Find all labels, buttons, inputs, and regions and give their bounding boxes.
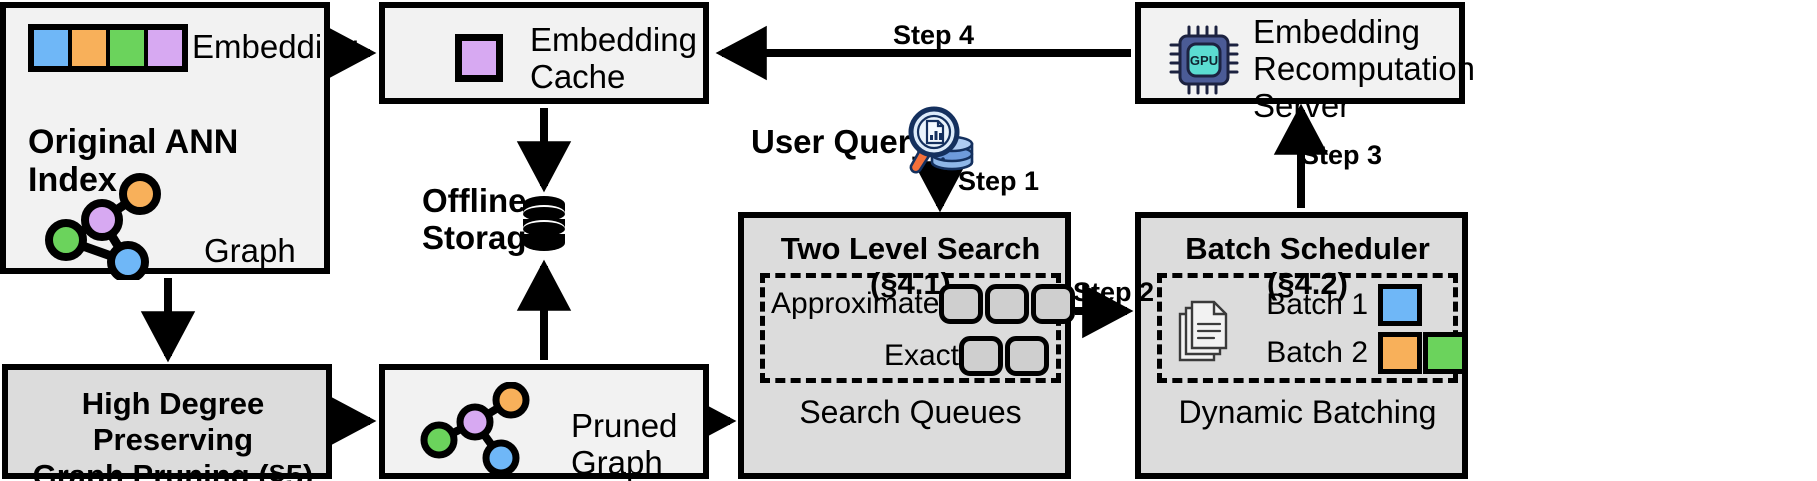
graph-label: Graph (204, 232, 296, 269)
dynamic-batching-group: Batch 1 Batch 2 (1157, 273, 1467, 383)
step-4-label: Step 4 (893, 20, 975, 50)
two-level-search-title: Two Level Search (§4.1) (780, 231, 1041, 301)
queue-cells-approximate (939, 284, 1077, 324)
batch-swatch (1378, 284, 1422, 326)
queue-cells-exact (959, 336, 1051, 376)
embedding-vector-swatches (28, 24, 188, 72)
graph-pruning-label: High Degree Preserving Graph Pruning (§5… (32, 386, 314, 481)
ann-graph-illustration (45, 173, 161, 280)
embedding-swatch-3 (110, 30, 148, 66)
batch-scheduler-box: Batch Scheduler (§4.2) Batch 1 (1135, 212, 1468, 479)
batch-row-2: Batch 2 (1246, 332, 1467, 374)
queue-cell (959, 336, 1003, 376)
user-query-label: User Query (751, 123, 929, 160)
batch-swatch (1378, 332, 1422, 374)
queue-cell (939, 284, 984, 324)
graph-pruning-box: High Degree Preserving Graph Pruning (§5… (2, 364, 332, 481)
embedding-swatch-2 (72, 30, 110, 66)
queue-row-approximate: Approximate (771, 284, 1076, 324)
batch-scheduler-title: Batch Scheduler (§4.2) (1185, 231, 1430, 301)
queue-label-approximate: Approximate (771, 287, 940, 320)
gpu-chip-icon: GPU (1169, 25, 1239, 95)
queue-row-exact: Exact (771, 336, 1060, 376)
queue-cell (1031, 284, 1076, 324)
documents-stack-icon (1178, 300, 1228, 362)
queue-label-exact: Exact (883, 339, 959, 372)
pruned-graph-illustration (420, 382, 530, 476)
queue-cell (985, 284, 1030, 324)
embedding-recomputation-server-box: GPU Embedding Recomputation Server (1135, 2, 1475, 124)
step-2-label: Step 2 (1073, 277, 1155, 307)
original-ann-index-title: Original ANN Index (28, 123, 239, 200)
gpu-icon-text: GPU (1190, 53, 1218, 68)
original-ann-index-box: Embedding Original ANN Index Graph (0, 2, 359, 280)
embedding-cache-label: Embedding Cache (530, 21, 697, 95)
search-queues-footer: Search Queues (799, 394, 1022, 430)
offline-storage-label: Offline Storage (422, 182, 545, 256)
embedding-label: Embedding (192, 28, 359, 65)
step-1-label: Step 1 (958, 166, 1040, 196)
pruned-graph-label: Pruned Graph (571, 407, 678, 481)
embedding-cache-box: Embedding Cache (379, 2, 709, 104)
queue-cell (1005, 336, 1049, 376)
batch-label-2: Batch 2 (1266, 336, 1368, 369)
dynamic-batching-footer: Dynamic Batching (1178, 394, 1437, 430)
embedding-swatch-4 (148, 30, 182, 66)
search-queues-group: Approximate Exact (760, 273, 1076, 383)
magnifier-database-icon (908, 106, 974, 174)
batch-label-1: Batch 1 (1266, 288, 1368, 321)
batch-swatch (1423, 332, 1467, 374)
pruned-graph-box: Pruned Graph (379, 364, 709, 481)
batch-row-1: Batch 1 (1246, 284, 1422, 326)
database-icon (523, 196, 565, 251)
cached-embedding-swatch (455, 34, 503, 82)
step-3-label: Step 3 (1301, 140, 1383, 170)
embedding-swatch-1 (34, 30, 72, 66)
two-level-search-box: Two Level Search (§4.1) Approximate Exac… (738, 212, 1076, 479)
recomputation-server-label: Embedding Recomputation Server (1253, 13, 1475, 124)
